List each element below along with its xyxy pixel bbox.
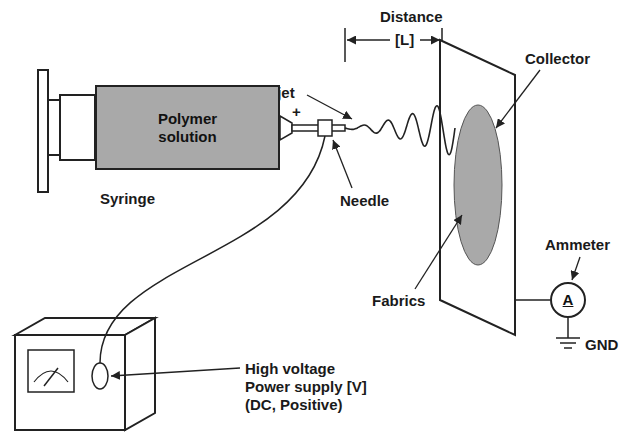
part-label: Collector [525, 50, 590, 68]
leader-line [307, 95, 352, 119]
node-text: A [563, 291, 574, 309]
ground-symbol [560, 342, 576, 344]
leader-line [333, 140, 352, 188]
leader-line [572, 257, 580, 280]
part-label: Needle [340, 192, 389, 210]
ground-symbol [564, 347, 572, 349]
polymer-solution-barrel: Polymer solution [95, 85, 280, 170]
dimension-arrow [347, 39, 390, 41]
dimension-label: Distance [380, 8, 443, 26]
ammeter-circle: A [550, 282, 586, 318]
collector-plate [440, 40, 515, 335]
leader-line [415, 215, 462, 289]
liquid-jet [345, 106, 455, 155]
supply-knob [92, 363, 108, 389]
part-label: Fabrics [372, 292, 425, 310]
plunger-head [60, 95, 95, 160]
supply-front [15, 335, 125, 430]
plunger-handle [38, 70, 48, 192]
hv-wire [100, 136, 325, 363]
part-label: High voltage Power supply [V] (DC, Posit… [245, 360, 383, 414]
dimension-arrow [420, 39, 440, 41]
fabric-deposit [454, 105, 502, 265]
dimension-tick [344, 28, 346, 62]
needle-hub [318, 120, 332, 136]
ground-symbol [556, 337, 580, 339]
dimension-label: [L] [395, 31, 414, 49]
ground-label: GND [585, 336, 618, 354]
syringe-tip [280, 116, 292, 140]
ground-wire [515, 299, 550, 301]
leader-line [496, 70, 540, 128]
node-text: Polymer solution [143, 110, 233, 146]
part-label: Ammeter [545, 236, 610, 254]
part-label: Syringe [100, 190, 155, 208]
ground-wire [567, 318, 569, 338]
polarity-sign: + [292, 103, 301, 121]
meter-needle [44, 368, 58, 386]
supply-meter [28, 350, 74, 392]
leader-line [111, 368, 240, 376]
